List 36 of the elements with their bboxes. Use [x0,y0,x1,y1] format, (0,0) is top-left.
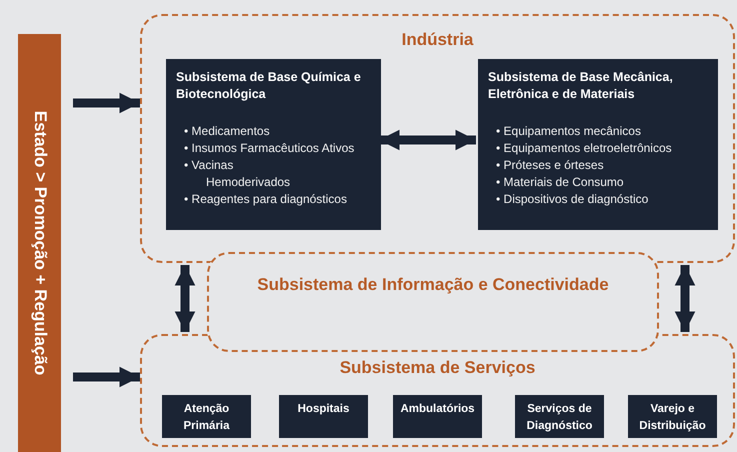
double-arrow [379,130,476,150]
list-item: • Vacinas Hemoderivados [184,157,291,191]
box-heading: Subsistema de Base Química e Biotecnológica [176,69,362,103]
list-item: • Equipamentos eletroeletrônicos [496,140,672,157]
process-box [393,395,482,438]
arrow [73,366,140,388]
box-label: Hospitais [298,402,350,417]
process-box [279,395,368,438]
group-container [140,334,735,447]
vertical-label: Estado > Promoção + Regulação [30,110,50,376]
box-label: Ambulatórios [400,402,475,417]
double-arrow [674,265,696,332]
group-container [207,252,659,352]
group-title: Subsistema de Serviços [338,358,536,378]
list-item: • Materiais de Consumo [496,174,624,191]
box-label: Serviços de Diagnóstico [526,402,594,434]
process-box [478,59,718,230]
process-box [162,395,251,438]
actor-bar [18,34,61,452]
process-box [628,395,717,438]
group-title: Indústria [400,30,474,50]
arrow [73,92,140,114]
process-box [515,395,604,438]
list-item: • Dispositivos de diagnóstico [496,191,648,208]
box-label: Atenção Primária [182,402,231,434]
list-item: • Reagentes para diagnósticos [184,191,347,208]
double-arrow [174,265,196,332]
group-title: Subsistema de Informação e Conectividade [256,275,610,295]
process-box [166,59,381,230]
group-container [140,14,735,263]
box-heading: Subsistema de Base Mecânica, Eletrônica e de Materiais [488,69,674,103]
list-item: • Equipamentos mecânicos [496,123,641,140]
box-label: Varejo e Distribuição [638,402,707,434]
list-item: • Próteses e órteses [496,157,604,174]
list-item: • Insumos Farmacêuticos Ativos [184,140,354,157]
list-item: • Medicamentos [184,123,271,140]
